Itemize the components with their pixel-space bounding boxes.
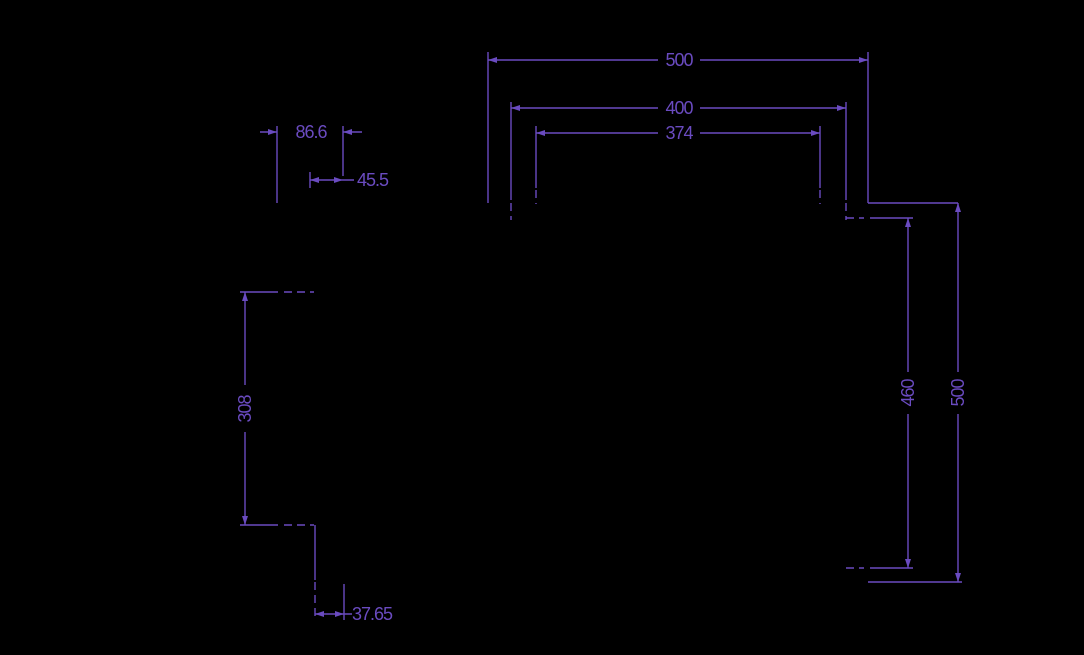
label-86-6: 86.6 <box>295 122 327 142</box>
dimension-bottom-37-65: 37.65 <box>314 525 394 624</box>
label-right-460: 460 <box>898 379 918 407</box>
label-top-500: 500 <box>665 50 693 70</box>
dimension-86-6: 86.6 <box>260 122 362 203</box>
label-top-400: 400 <box>665 98 693 118</box>
dimension-left-308: 308 <box>235 291 314 526</box>
label-right-500: 500 <box>948 379 968 407</box>
label-left-308: 308 <box>235 395 255 423</box>
label-top-374: 374 <box>665 123 693 143</box>
dimension-top-500: 500 <box>487 50 958 204</box>
label-37-65: 37.65 <box>352 604 393 624</box>
label-45-5: 45.5 <box>357 170 389 190</box>
dimension-top-400: 400 <box>510 98 847 220</box>
dimension-top-374: 374 <box>535 123 821 204</box>
dimension-right-500: 500 <box>868 203 968 583</box>
dimension-45-5: 45.5 <box>309 170 390 190</box>
dimension-right-460: 460 <box>846 217 918 569</box>
